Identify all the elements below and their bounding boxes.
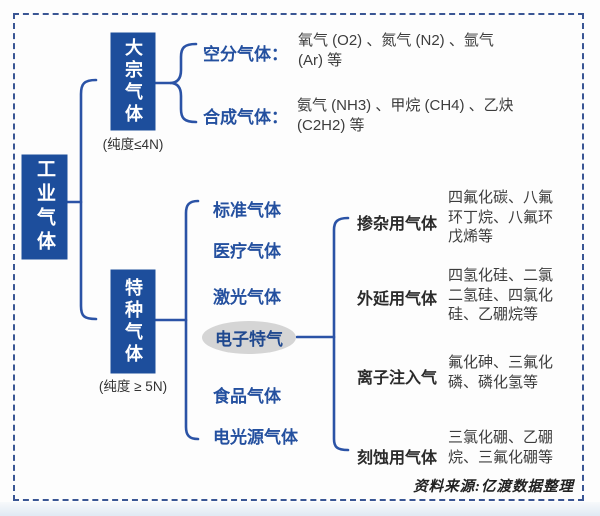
item-light-source-gas: 电光源气体 [213,428,298,447]
text-etching-gases: 三氯化硼、乙硼烷、三氟化硼等 [448,429,554,466]
label-synthetic-gas: 合成气体： [203,108,288,127]
item-food-gas: 食品气体 [213,387,281,406]
item-laser-gas: 激光气体 [213,288,281,307]
bracket-bulk [169,42,198,124]
node-industrial-gas: 工业气体 [22,155,67,259]
specialty-purity-label: (纯度 ≥ 5N) [98,379,168,394]
bracket-root [79,78,98,321]
item-standard-gas: 标准气体 [213,201,281,220]
bracket-electronic [332,216,350,452]
label-ion-implantation-gas: 离子注入气 [357,370,438,387]
label-doping-gas: 掺杂用气体 [357,216,438,233]
label-air-separation-gas: 空分气体： [203,45,288,64]
item-electronic-specialty-gas: 电子特气 [215,330,283,349]
bracket-specialty [184,199,200,441]
text-synthetic-gases: 氨气 (NH3) 、甲烷 (CH4) 、乙炔 (C2H2) 等 [297,97,514,134]
text-epitaxy-gases: 四氢化硅、二氯二氢硅、四氯化硅、乙硼烷等 [448,267,554,323]
bottom-edge-tint [0,502,600,516]
bulk-purity-label: (纯度≤4N) [102,137,164,152]
label-etching-gas: 刻蚀用气体 [357,450,438,467]
electronic-specialty-highlight: 电子特气 [202,321,296,354]
text-ion-implantation-gases: 氟化砷、三氟化磷、磷化氢等 [448,354,554,391]
text-doping-gases: 四氟化碳、八氟环丁烷、八氟环戊烯等 [448,189,554,245]
label-epitaxy-gas: 外延用气体 [357,291,438,308]
node-bulk-gas: 大宗气体 [111,33,155,130]
node-specialty-gas: 特种气体 [111,270,155,373]
item-medical-gas: 医疗气体 [213,242,281,261]
source-note: 资料来源:亿渡数据整理 [413,479,574,495]
text-air-separation-gases: 氧气 (O2) 、氮气 (N2) 、氩气 (Ar) 等 [298,32,494,69]
